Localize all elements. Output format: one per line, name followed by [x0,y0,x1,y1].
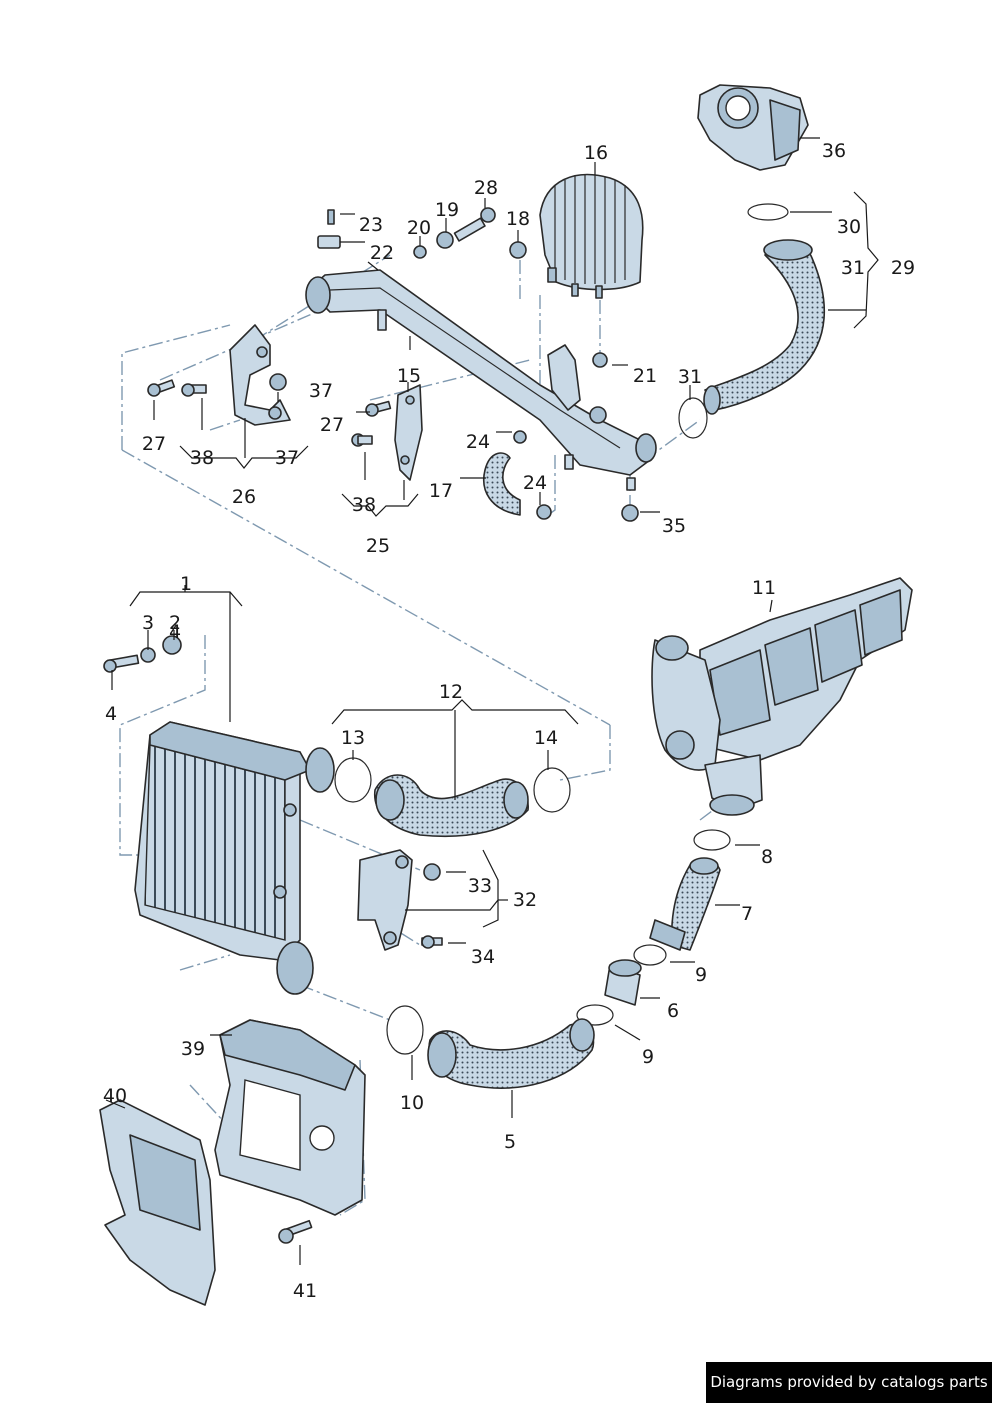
callout-11: 11 [752,577,776,599]
callout-26: 26 [232,486,256,508]
callout-37b: 37 [275,447,299,469]
hose-5 [427,1018,595,1089]
callout-3: 3 [142,612,154,634]
lower-turbo-hoses [576,829,731,1026]
callout-28: 28 [474,177,498,199]
callout-9b: 9 [642,1046,654,1068]
callout-14: 14 [534,727,558,749]
callout-8: 8 [761,846,773,868]
callout-1: 1 [180,573,192,595]
hose-17 [483,452,521,516]
clamp-14 [533,767,571,813]
callout-41: 41 [293,1280,317,1302]
intercooler [134,721,335,995]
callout-27a: 27 [142,433,166,455]
callout-39: 39 [181,1038,205,1060]
credit-banner: Diagrams provided by catalogs parts [706,1362,992,1403]
callout-29: 29 [891,257,915,279]
clamps-upper [678,203,789,439]
brackets-upper [229,324,423,481]
callout-40: 40 [103,1085,127,1107]
callout-30: 30 [837,216,861,238]
small-parts-upper [147,207,639,522]
callout-25: 25 [366,535,390,557]
callout-34: 34 [471,946,495,968]
callout-2: 2 [169,612,181,634]
throttle-body [697,84,809,171]
callout-17: 17 [429,480,453,502]
callout-7: 7 [741,903,753,925]
bracket-32 [357,849,443,951]
callout-4a: 4 [169,621,181,643]
callout-20: 20 [407,217,431,239]
callout-13: 13 [341,727,365,749]
callout-21: 21 [633,365,657,387]
callout-18: 18 [506,208,530,230]
callout-24a: 24 [466,431,490,453]
callout-labels: 1 2 3 4 4 5 6 7 8 9 9 10 11 12 13 14 15 … [103,140,915,1302]
callout-35: 35 [662,515,686,537]
callout-6: 6 [667,1000,679,1022]
callout-33: 33 [468,875,492,897]
callout-16: 16 [584,142,608,164]
callout-23: 23 [359,214,383,236]
callout-27b: 27 [320,414,344,436]
callout-10: 10 [400,1092,424,1114]
callout-36: 36 [822,140,846,162]
intercooler-bolts [103,635,182,673]
callout-22: 22 [370,242,394,264]
callout-15: 15 [397,365,421,387]
clamp-13 [334,757,372,803]
callout-9a: 9 [695,964,707,986]
clamp-10 [386,1005,424,1055]
callout-38b: 38 [352,494,376,516]
callout-19: 19 [435,199,459,221]
callout-31a: 31 [841,257,865,279]
callout-32: 32 [513,889,537,911]
callout-38a: 38 [190,447,214,469]
air-duct-40 [99,1099,216,1306]
screw-41 [278,1219,313,1244]
hose-12 [374,774,529,838]
upper-hose [703,239,826,415]
callout-4b: 4 [105,703,117,725]
callout-37a: 37 [309,380,333,402]
leader-lines [105,137,879,1265]
charge-air-pipe [305,269,657,491]
air-guide-39 [214,1019,366,1216]
pressure-damper [539,173,644,299]
turbocharger-manifold [651,577,913,816]
callout-5: 5 [504,1131,516,1153]
callout-24b: 24 [523,472,547,494]
callout-12: 12 [439,681,463,703]
callout-31b: 31 [678,366,702,388]
